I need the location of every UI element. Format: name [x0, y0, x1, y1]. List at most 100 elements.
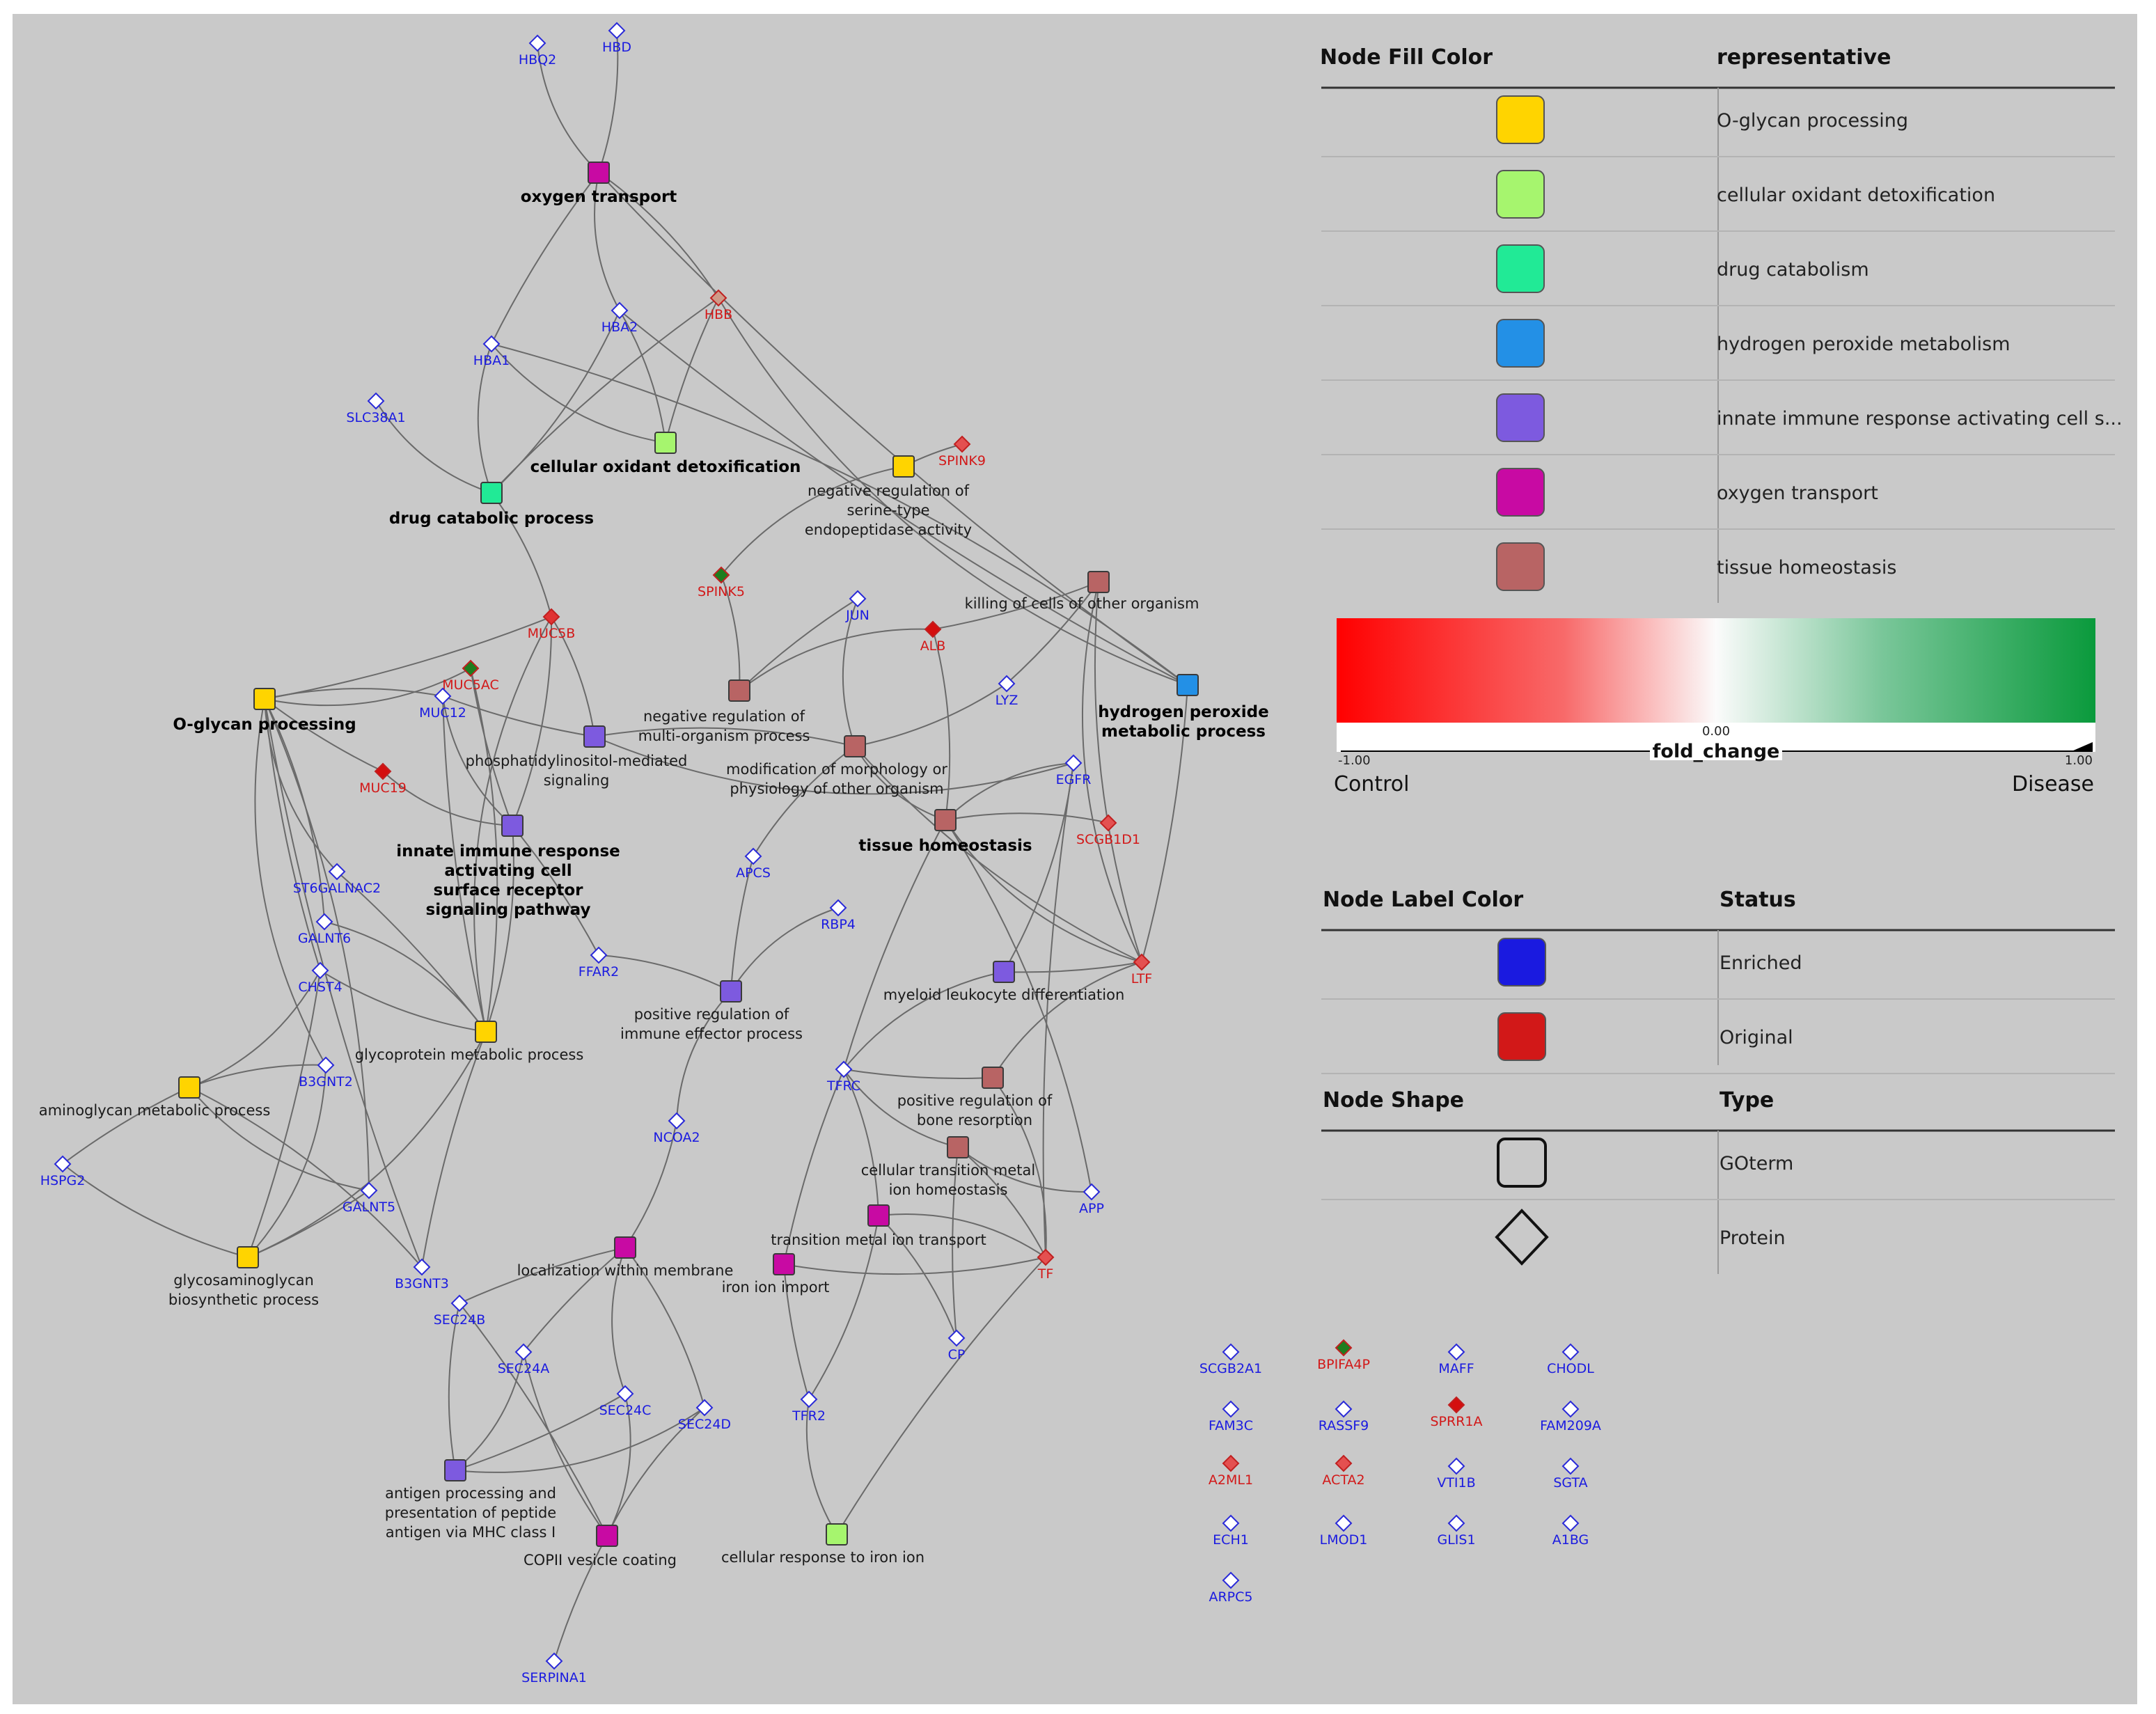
protein-node-HBQ2[interactable]: HBQ2 [519, 34, 556, 68]
protein-node-CP[interactable]: CP [947, 1329, 966, 1362]
protein-node-EGFR[interactable]: EGFR [1056, 754, 1092, 787]
protein-node-SPRR1A[interactable]: SPRR1A [1430, 1396, 1483, 1429]
protein-node-MUC5AC[interactable]: MUC5AC [442, 659, 499, 693]
goterm-node-t_oxidant[interactable]: cellular oxidant detoxification [530, 432, 801, 476]
protein-node-HBD[interactable]: HBD [602, 22, 631, 55]
goterm-node-t_localiz[interactable]: localization within membrane [517, 1236, 734, 1279]
protein-node-FAM3C[interactable]: FAM3C [1209, 1400, 1253, 1433]
edge-EGFR-TF [1042, 762, 1074, 1258]
protein-label: GALNT5 [343, 1200, 395, 1215]
protein-node-SEC24A[interactable]: SEC24A [498, 1343, 550, 1376]
goterm-node-t_oglycan[interactable]: O-glycan processing [173, 688, 356, 734]
protein-node-NCOA2[interactable]: NCOA2 [653, 1112, 700, 1145]
protein-node-APP[interactable]: APP [1079, 1183, 1104, 1216]
protein-node-CHST4[interactable]: CHST4 [298, 961, 343, 995]
goterm-node-t_aminogly[interactable]: aminoglycan metabolic process [39, 1076, 271, 1119]
protein-node-SEC24D[interactable]: SEC24D [678, 1399, 731, 1432]
protein-node-ACTA2[interactable]: ACTA2 [1322, 1454, 1365, 1488]
protein-node-ARPC5[interactable]: ARPC5 [1209, 1571, 1253, 1605]
edge-t_tissue-APP [945, 819, 1092, 1193]
edge-FFAR2-t_posimm [598, 954, 732, 992]
protein-node-TFRC[interactable]: TFRC [826, 1060, 860, 1094]
goterm-node-t_tmetal[interactable]: transition metal ion transport [771, 1204, 986, 1248]
protein-node-SEC24B[interactable]: SEC24B [434, 1294, 486, 1328]
goterm-node-t_killing[interactable]: killing of cells of other organism [965, 571, 1199, 612]
edge-APCS-t_posimm [730, 856, 754, 992]
protein-node-APCS[interactable]: APCS [736, 847, 771, 881]
goterm-node-t_copii[interactable]: COPII vesicle coating [524, 1525, 677, 1568]
protein-node-MUC19[interactable]: MUC19 [359, 762, 407, 796]
protein-node-TFR2[interactable]: TFR2 [792, 1390, 826, 1424]
protein-node-SPINK9[interactable]: SPINK9 [938, 435, 986, 469]
protein-label: FAM3C [1209, 1418, 1253, 1433]
protein-node-HBB[interactable]: HBB [705, 289, 732, 322]
protein-node-HBA1[interactable]: HBA1 [473, 335, 510, 368]
edge-t_glycoprot-GALNT6 [324, 921, 487, 1032]
protein-node-A2ML1[interactable]: A2ML1 [1209, 1454, 1253, 1488]
protein-node-MAFF[interactable]: MAFF [1438, 1343, 1474, 1376]
goterm-node-t_iron[interactable]: iron ion import [722, 1253, 830, 1296]
edge-FFAR2-t_innate [512, 825, 599, 956]
edge-t_oxygen-HBB [598, 172, 719, 299]
protein-node-GALNT6[interactable]: GALNT6 [298, 913, 351, 946]
protein-node-ECH1[interactable]: ECH1 [1213, 1514, 1249, 1548]
protein-node-ALB[interactable]: ALB [920, 620, 946, 654]
protein-node-LYZ[interactable]: LYZ [996, 675, 1018, 708]
protein-node-CHODL[interactable]: CHODL [1547, 1343, 1594, 1376]
protein-node-B3GNT2[interactable]: B3GNT2 [299, 1056, 353, 1090]
edge-TF-t_cellir [836, 1257, 1046, 1535]
goterm-node-t_myeloid[interactable]: myeloid leukocyte differentiation [883, 961, 1125, 1003]
protein-node-MUC5B[interactable]: MUC5B [528, 608, 576, 641]
goterm-node-t_cellir[interactable]: cellular response to iron ion [721, 1523, 924, 1566]
protein-node-B3GNT3[interactable]: B3GNT3 [395, 1258, 449, 1291]
protein-diamond [590, 946, 608, 964]
protein-node-JUN[interactable]: JUN [845, 590, 870, 623]
protein-node-RASSF9[interactable]: RASSF9 [1319, 1400, 1369, 1433]
legend-heading: representative [1717, 45, 1891, 70]
protein-node-RBP4[interactable]: RBP4 [821, 899, 856, 932]
protein-node-SEC24C[interactable]: SEC24C [599, 1385, 652, 1418]
goterm-node-t_oxygen[interactable]: oxygen transport [521, 162, 677, 206]
protein-node-HBA2[interactable]: HBA2 [601, 301, 638, 335]
goterm-node-t_tissue[interactable]: tissue homeostasis [858, 809, 1032, 855]
protein-node-LTF[interactable]: LTF [1131, 953, 1153, 986]
goterm-node-t_drug[interactable]: drug catabolic process [389, 482, 594, 528]
protein-node-SCGB1D1[interactable]: SCGB1D1 [1076, 814, 1140, 847]
edge-t_aminogly-CHST4 [189, 970, 321, 1088]
protein-node-ST6GALNAC2[interactable]: ST6GALNAC2 [293, 863, 381, 896]
protein-node-FAM209A[interactable]: FAM209A [1540, 1400, 1601, 1433]
protein-node-SLC38A1[interactable]: SLC38A1 [346, 392, 406, 425]
goterm-square [982, 1067, 1004, 1089]
protein-node-FFAR2[interactable]: FFAR2 [579, 946, 619, 980]
gradient-mid-value: 0.00 [1702, 724, 1730, 739]
protein-node-SCGB2A1[interactable]: SCGB2A1 [1199, 1343, 1262, 1376]
protein-node-LMOD1[interactable]: LMOD1 [1320, 1514, 1368, 1548]
protein-node-MUC12[interactable]: MUC12 [419, 687, 466, 721]
goterm-node-t_glycoprot[interactable]: glycoprotein metabolic process [355, 1021, 584, 1063]
protein-node-A1BG[interactable]: A1BG [1552, 1514, 1589, 1548]
legend-swatch [1497, 1012, 1546, 1061]
protein-node-VTI1B[interactable]: VTI1B [1437, 1457, 1476, 1491]
protein-node-GLIS1[interactable]: GLIS1 [1437, 1514, 1476, 1548]
protein-node-SGTA[interactable]: SGTA [1553, 1457, 1588, 1491]
protein-node-HSPG2[interactable]: HSPG2 [40, 1155, 86, 1188]
protein-diamond [374, 762, 392, 780]
protein-node-TF[interactable]: TF [1037, 1248, 1055, 1282]
protein-diamond [953, 435, 971, 453]
protein-node-SPINK5[interactable]: SPINK5 [698, 566, 745, 599]
protein-node-BPIFA4P[interactable]: BPIFA4P [1317, 1339, 1370, 1372]
protein-node-GALNT5[interactable]: GALNT5 [343, 1181, 395, 1215]
protein-node-SERPINA1[interactable]: SERPINA1 [521, 1652, 587, 1685]
